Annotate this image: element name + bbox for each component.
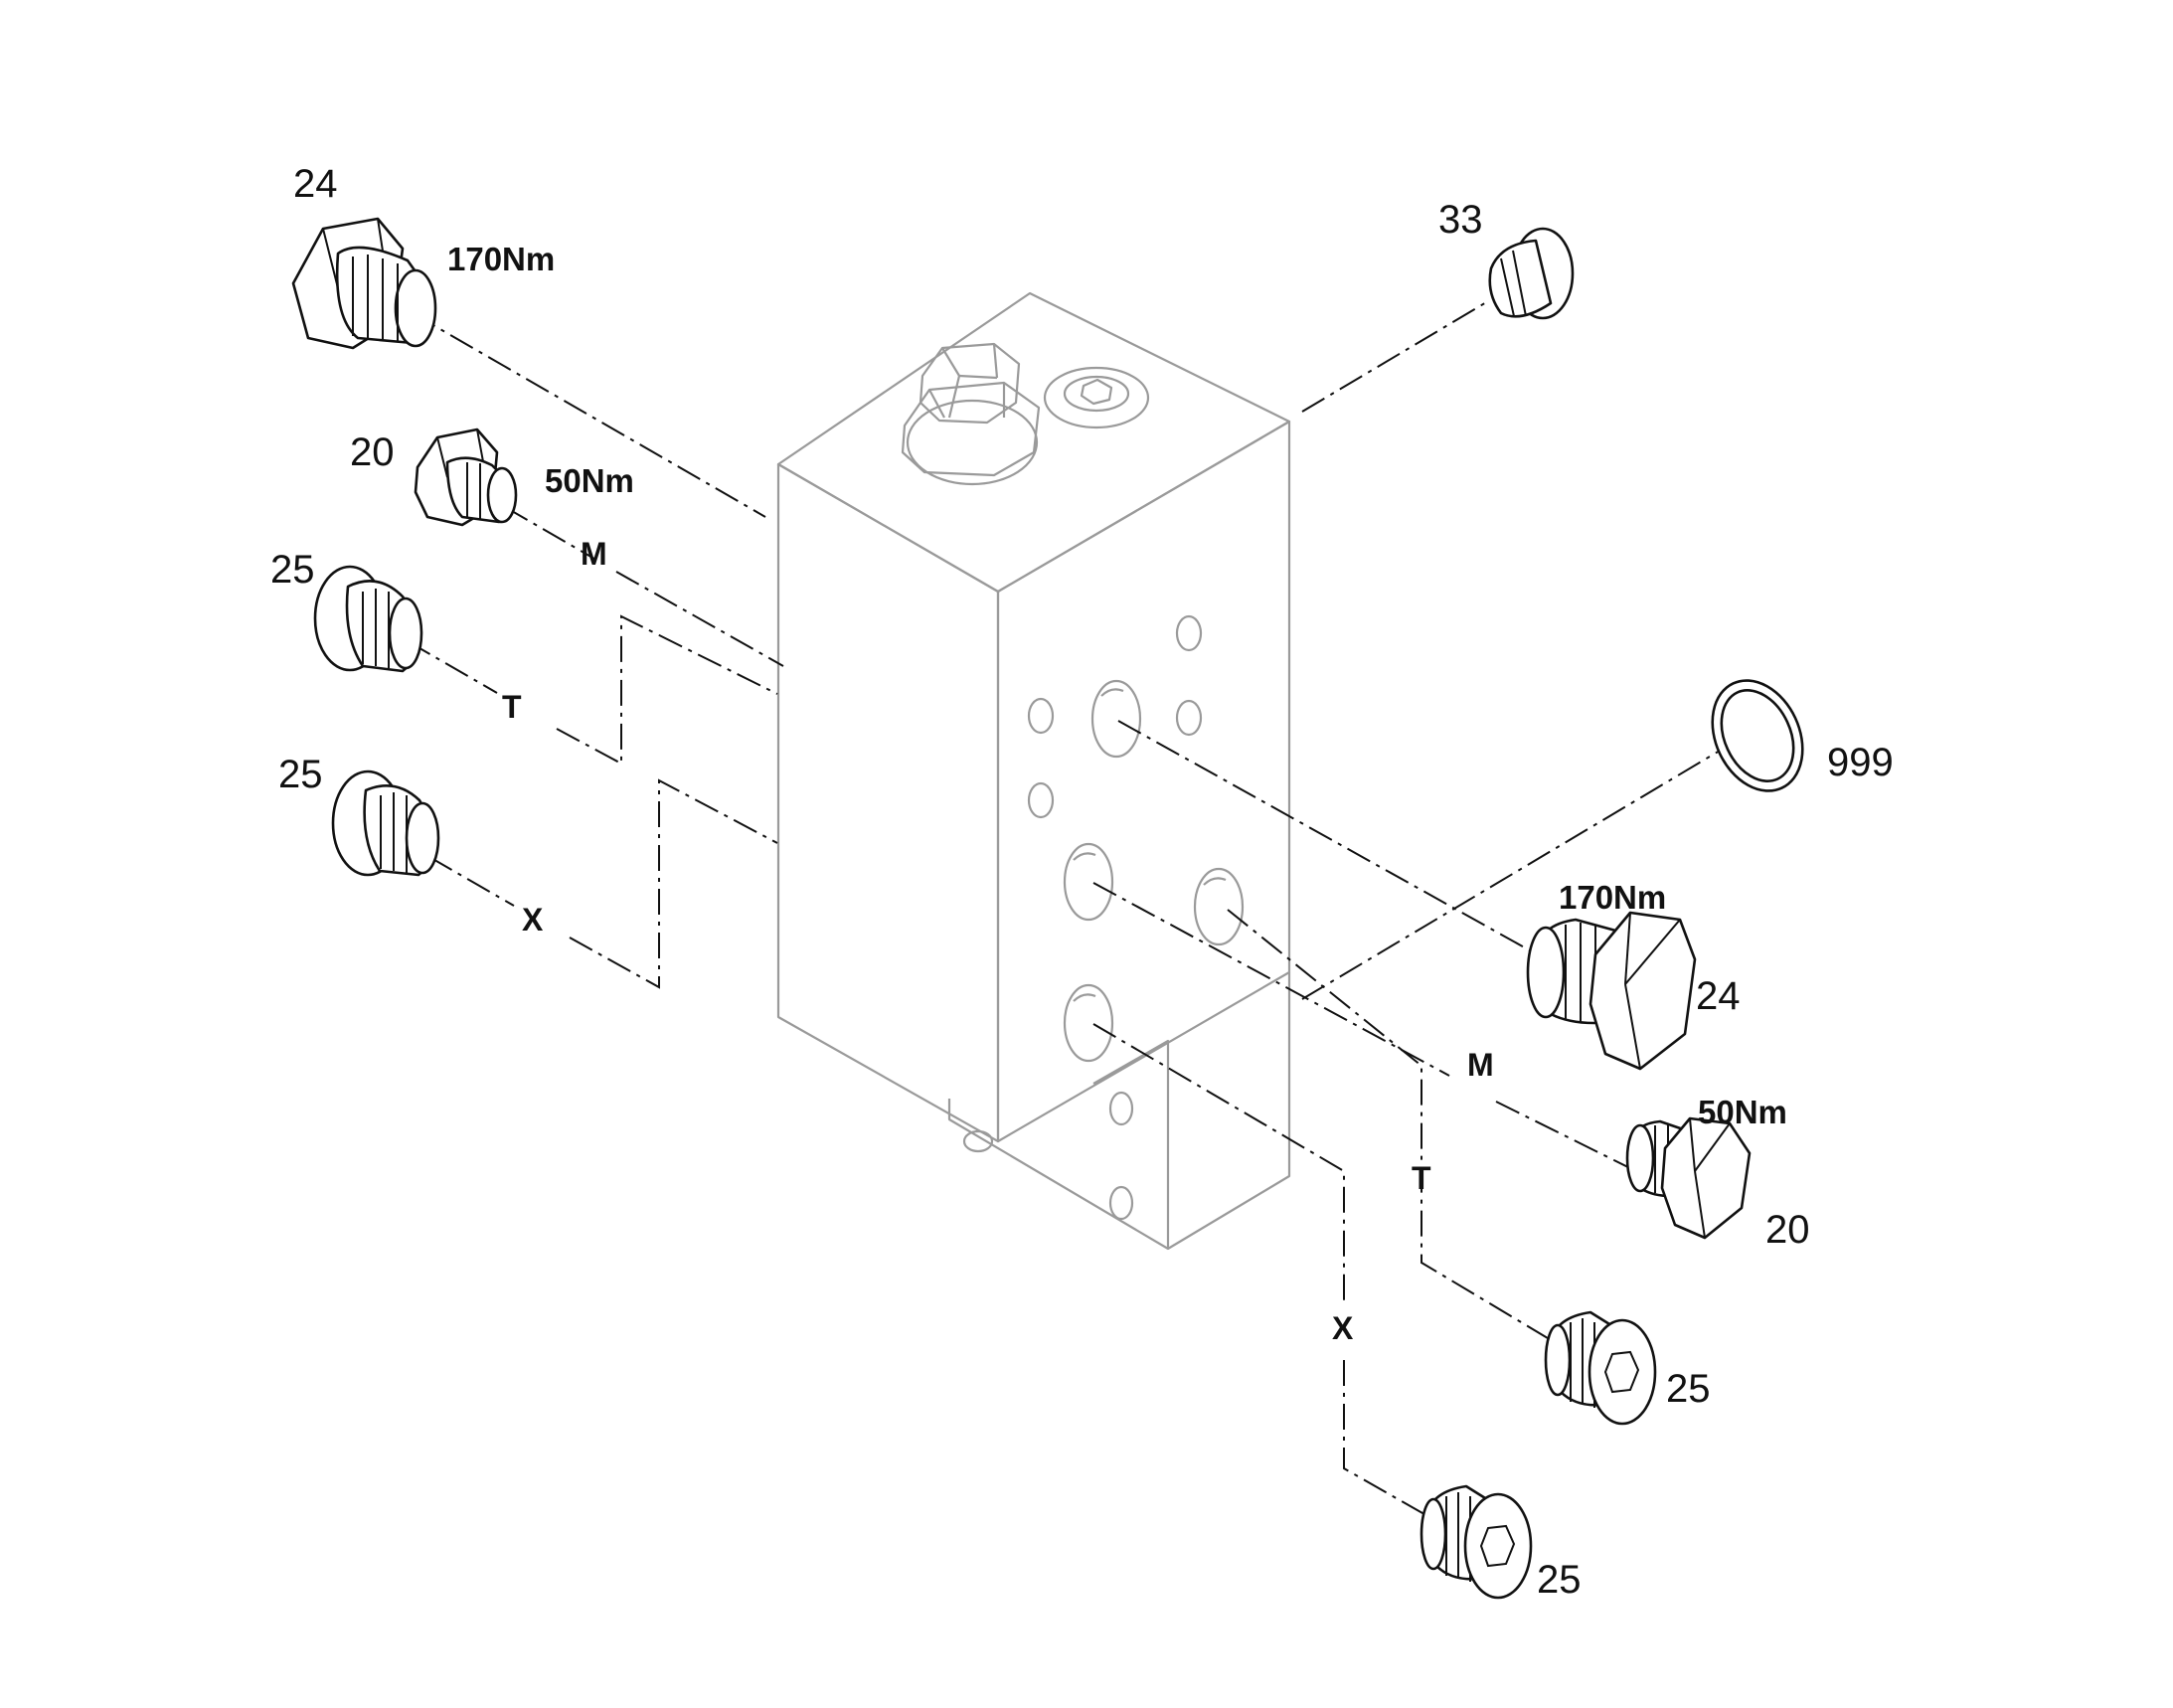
port-label: X: [522, 902, 544, 938]
port-label: M: [581, 536, 607, 572]
torque-label: 170Nm: [1559, 879, 1666, 916]
torque-label: 170Nm: [447, 241, 555, 277]
part-number-label: 25: [1537, 1558, 1582, 1602]
hex-plug-24-lower-right: [1526, 911, 1697, 1071]
port-label: X: [1332, 1310, 1354, 1346]
part-number-label: 25: [1666, 1367, 1711, 1411]
port-label: M: [1467, 1047, 1494, 1083]
plug-33-top-right: [1488, 227, 1575, 320]
plug-25-upper-left-x: [331, 769, 440, 877]
part-number-label: 33: [1438, 198, 1483, 242]
socket-plug-25-lower-right-t: [1544, 1310, 1657, 1426]
hex-plug-20-lower-right: [1625, 1116, 1752, 1240]
seal-ring-999: [1711, 679, 1804, 792]
socket-plug-25-lower-right-x: [1420, 1484, 1533, 1600]
leader-lines: [407, 300, 1721, 1522]
part-number-label: 20: [1765, 1208, 1810, 1252]
port-label: T: [1412, 1160, 1431, 1196]
part-number-label: 24: [1696, 974, 1741, 1018]
valve-block: [776, 291, 1291, 1251]
hex-plug-20-upper-left: [414, 427, 518, 527]
part-number-label: 25: [270, 548, 315, 592]
torque-label: 50Nm: [545, 462, 634, 499]
port-label: T: [502, 689, 522, 725]
part-number-label: 24: [293, 162, 338, 206]
torque-label: 50Nm: [1698, 1094, 1787, 1130]
plug-25-upper-left-t: [313, 565, 423, 673]
hex-plug-24-upper-left: [291, 217, 437, 350]
part-number-label: 25: [278, 753, 323, 796]
part-number-label: 999: [1827, 741, 1894, 784]
part-number-label: 20: [350, 430, 395, 474]
